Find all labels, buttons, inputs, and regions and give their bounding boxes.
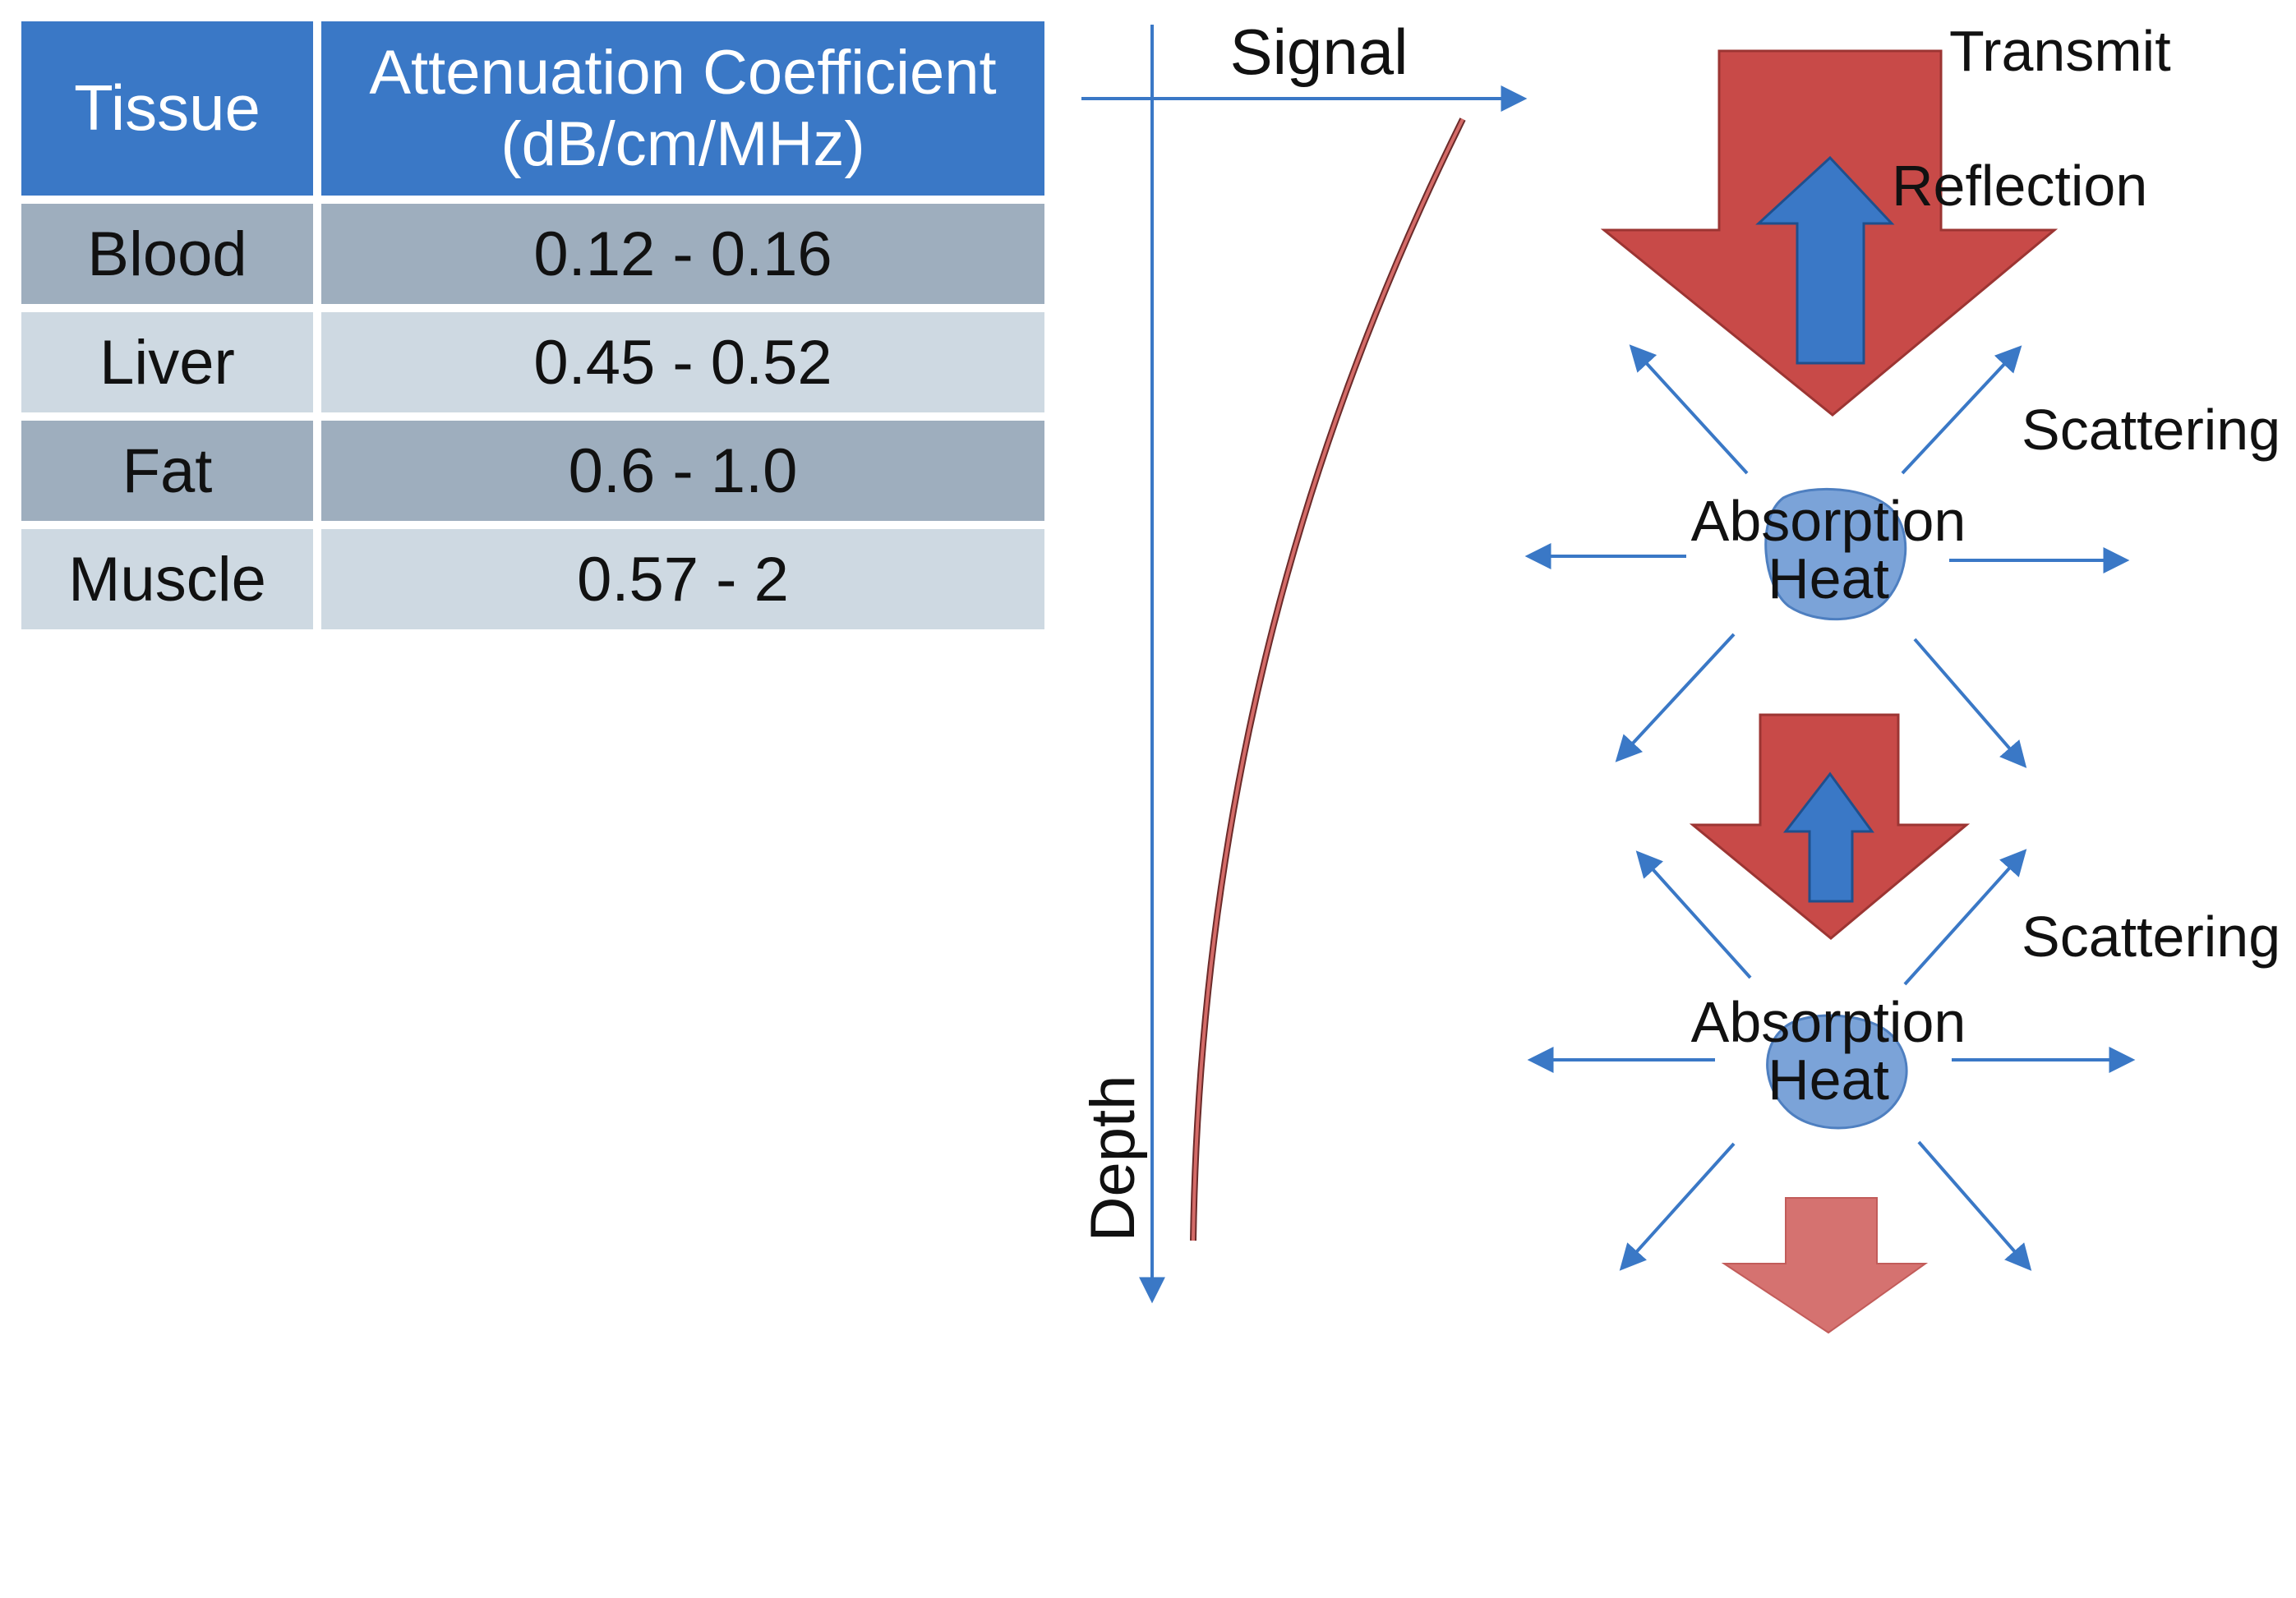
- table-row: Liver 0.45 - 0.52: [17, 308, 1049, 417]
- depth-label: Depth: [1078, 1075, 1148, 1242]
- signal-label: Signal: [1230, 16, 1408, 88]
- attenuation-curve: [1190, 117, 1466, 1241]
- attenuation-table: Tissue Attenuation Coefficient (dB/cm/MH…: [17, 17, 1049, 633]
- reflection-arrow-2: [1782, 771, 1874, 903]
- absorption-blob-2: [1766, 1014, 1908, 1130]
- table-header-row: Tissue Attenuation Coefficient (dB/cm/MH…: [17, 17, 1049, 200]
- tissue-cell: Liver: [17, 308, 317, 417]
- scattering-arrows-2: [1527, 849, 2136, 1271]
- table-row: Fat 0.6 - 1.0: [17, 417, 1049, 525]
- coefficient-cell: 0.6 - 1.0: [317, 417, 1049, 525]
- table-row: Muscle 0.57 - 2: [17, 525, 1049, 633]
- heat-label-1: Heat: [1768, 546, 1889, 610]
- tissue-cell: Fat: [17, 417, 317, 525]
- header-coefficient-title: Attenuation Coefficient: [369, 37, 997, 108]
- coefficient-cell: 0.45 - 0.52: [317, 308, 1049, 417]
- reflection-label: Reflection: [1892, 154, 2147, 218]
- absorption-label-1: Absorption: [1691, 489, 1966, 553]
- scattering-label-1: Scattering: [2022, 398, 2280, 462]
- tissue-cell: Muscle: [17, 525, 317, 633]
- scattering-arrows-1: [1524, 344, 2130, 768]
- absorption-label-2: Absorption: [1691, 990, 1966, 1054]
- coefficient-cell: 0.12 - 0.16: [317, 200, 1049, 308]
- coefficient-cell: 0.57 - 2: [317, 525, 1049, 633]
- tissue-cell: Blood: [17, 200, 317, 308]
- header-attenuation-coefficient: Attenuation Coefficient (dB/cm/MHz): [317, 17, 1049, 200]
- scattering-label-2: Scattering: [2022, 905, 2280, 969]
- attenuation-curve-highlight: [1192, 118, 1464, 1241]
- transmit-arrow-3: [1721, 1197, 1929, 1334]
- heat-label-2: Heat: [1768, 1048, 1889, 1112]
- reflection-arrow: [1755, 155, 1895, 365]
- transmit-label: Transmit: [1949, 19, 2171, 83]
- table-row: Blood 0.12 - 0.16: [17, 200, 1049, 308]
- header-tissue: Tissue: [17, 17, 317, 200]
- header-coefficient-unit: (dB/cm/MHz): [500, 109, 865, 179]
- absorption-blob-1: [1764, 487, 1907, 620]
